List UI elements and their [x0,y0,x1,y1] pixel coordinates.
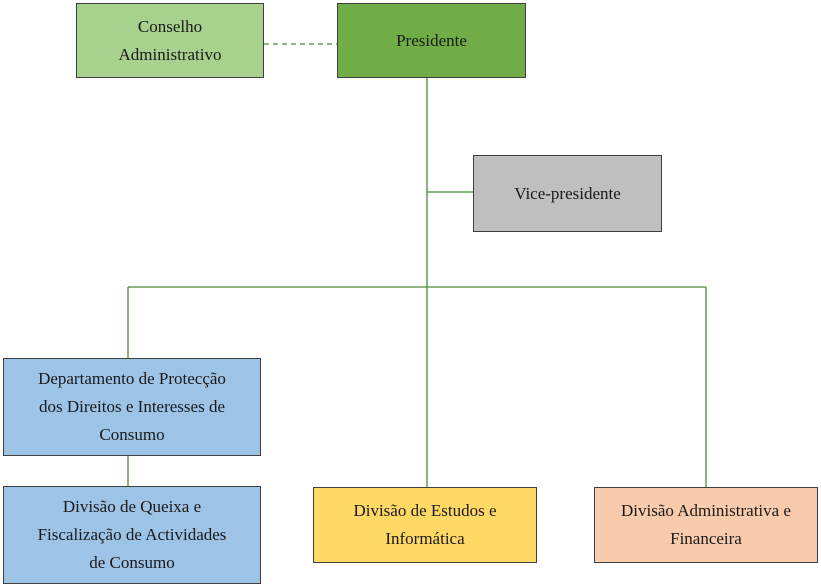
presidente-box: Presidente [337,3,526,78]
divisao-administrativa-label: Divisão Administrativa e Financeira [621,501,791,548]
conselho-administrativo-box: Conselho Administrativo [76,3,264,78]
divisao-administrativa-box: Divisão Administrativa e Financeira [594,487,818,563]
vice-presidente-box: Vice-presidente [473,155,662,232]
divisao-estudos-label: Divisão de Estudos e Informática [353,501,497,548]
divisao-queixa-label: Divisão de Queixa e Fiscalização de Acti… [37,497,227,572]
departamento-proteccao-box: Departamento de Protecção dos Direitos e… [3,358,261,456]
divisao-estudos-box: Divisão de Estudos e Informática [313,487,537,563]
vice-presidente-label: Vice-presidente [514,183,621,203]
conselho-administrativo-label: Conselho Administrativo [118,16,222,64]
divisao-queixa-box: Divisão de Queixa e Fiscalização de Acti… [3,486,261,584]
departamento-proteccao-label: Departamento de Protecção dos Direitos e… [38,369,226,444]
presidente-label: Presidente [396,30,467,50]
